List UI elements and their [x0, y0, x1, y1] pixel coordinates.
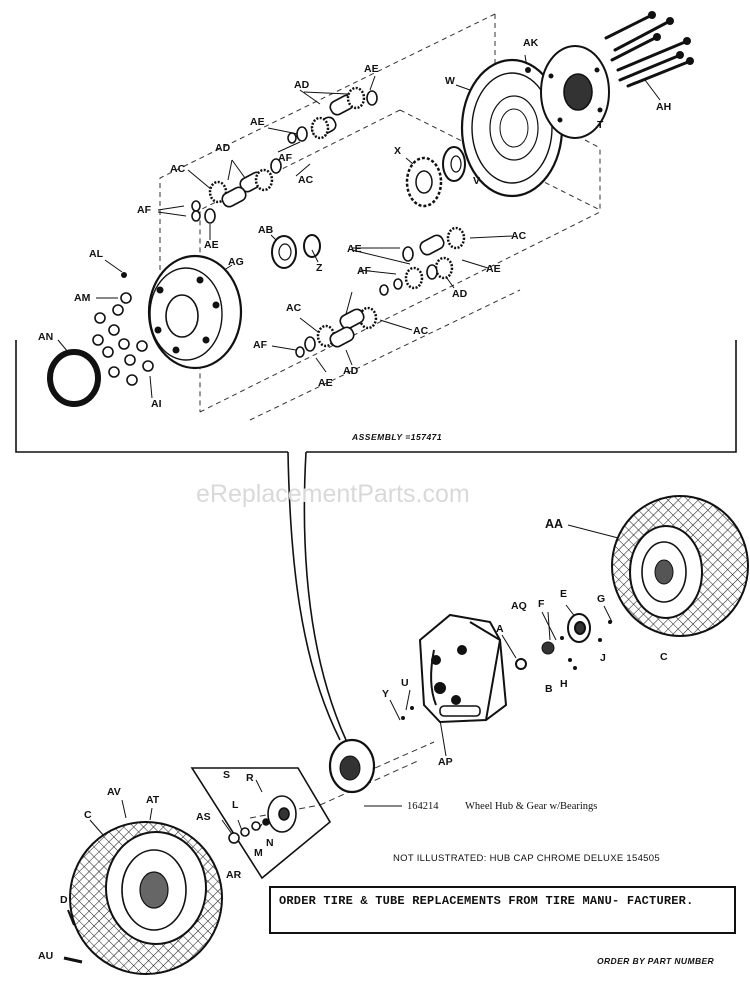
- label-ak: AK: [523, 37, 539, 49]
- small-parts-fgjbh: [401, 620, 612, 720]
- label-f: F: [538, 598, 545, 610]
- label-u: U: [401, 677, 409, 689]
- label-t: T: [597, 119, 604, 131]
- gear-cluster-lower: [295, 226, 466, 358]
- flange-plate-t: [540, 45, 610, 139]
- label-b: B: [545, 683, 553, 695]
- gear-x: [405, 156, 443, 208]
- label-z: Z: [316, 262, 323, 274]
- label-c-right: C: [660, 651, 668, 663]
- leader-lines: [57, 54, 661, 837]
- label-j: J: [600, 652, 606, 664]
- assembly-bracket: [15, 340, 737, 741]
- hub-cap-e: [567, 613, 591, 643]
- label-am: AM: [74, 292, 91, 304]
- order-by-part-number: ORDER BY PART NUMBER: [597, 956, 715, 966]
- not-illustrated-note: NOT ILLUSTRATED: HUB CAP CHROME DELUXE 1…: [393, 853, 660, 864]
- label-ah: AH: [656, 101, 672, 113]
- callout-description: Wheel Hub & Gear w/Bearings: [465, 801, 598, 812]
- label-aa: AA: [545, 517, 564, 531]
- bearing-kit-box: [190, 767, 332, 880]
- label-m: M: [254, 847, 263, 859]
- label-x: X: [394, 145, 402, 157]
- wheel-hub-164214: [328, 738, 376, 794]
- label-ae-5: AE: [486, 263, 501, 275]
- label-ad-4: AD: [343, 365, 359, 377]
- label-y: Y: [382, 688, 390, 700]
- label-af-4: AF: [253, 339, 267, 351]
- callout-part-number: 164214: [407, 801, 439, 812]
- watermark: eReplacementParts.com: [196, 480, 470, 508]
- label-ar: AR: [226, 869, 242, 881]
- bolts-ah: [604, 14, 690, 88]
- valve-d: [67, 909, 75, 926]
- label-ab: AB: [258, 224, 274, 236]
- label-ac-5: AC: [286, 302, 302, 314]
- valve-au: [63, 956, 83, 964]
- left-wheel: [69, 821, 223, 975]
- label-af-1: AF: [137, 204, 151, 216]
- label-g: G: [597, 593, 606, 605]
- washer-v: [442, 146, 466, 182]
- label-s: S: [223, 769, 231, 781]
- assembly-label: ASSEMBLY =157471: [352, 432, 443, 442]
- washer-ab: [271, 235, 297, 269]
- label-ac-1: AC: [170, 163, 186, 175]
- label-ac-3: AC: [511, 230, 527, 242]
- nuts-ai: [92, 292, 154, 386]
- label-a: A: [496, 623, 504, 635]
- label-af-3: AF: [357, 265, 371, 277]
- hub-ag: [147, 254, 243, 370]
- label-e: E: [560, 588, 568, 600]
- label-an: AN: [38, 331, 54, 343]
- label-n: N: [266, 837, 274, 849]
- label-r: R: [246, 772, 254, 784]
- label-l: L: [232, 799, 239, 811]
- label-ad-top: AD: [294, 79, 310, 91]
- label-ap: AP: [438, 756, 453, 768]
- right-wheel-aa: [611, 495, 749, 637]
- label-ae-3: AE: [204, 239, 219, 251]
- label-at: AT: [146, 794, 160, 806]
- label-av: AV: [107, 786, 121, 798]
- bearing-aq: [541, 641, 555, 655]
- label-ad-2: AD: [215, 142, 231, 154]
- label-ae-4: AE: [347, 243, 362, 255]
- label-ae-top: AE: [364, 63, 379, 75]
- label-d: D: [60, 894, 68, 906]
- label-h: H: [560, 678, 568, 690]
- pin-ak: [525, 67, 531, 73]
- label-ae-6: AE: [318, 377, 333, 389]
- label-w: W: [445, 75, 455, 87]
- order-tire-box: [269, 886, 736, 934]
- label-as: AS: [196, 811, 211, 823]
- label-v: V: [473, 175, 481, 187]
- seal-an: [47, 349, 101, 407]
- gear-cluster-upper: [191, 86, 378, 224]
- nut-al: [121, 272, 127, 278]
- label-au: AU: [38, 950, 54, 962]
- label-ac-4: AC: [413, 325, 429, 337]
- transmission-housing-ap: [418, 613, 508, 724]
- order-tire-text: ORDER TIRE & TUBE REPLACEMENTS FROM TIRE…: [279, 894, 694, 908]
- label-ad-3: AD: [452, 288, 468, 300]
- ring-z: [303, 234, 321, 258]
- label-aq: AQ: [511, 600, 527, 612]
- label-ag: AG: [228, 256, 244, 268]
- label-ai: AI: [151, 398, 162, 410]
- bolt-heads-ah: [648, 11, 694, 65]
- label-al: AL: [89, 248, 103, 260]
- label-c-left: C: [84, 809, 92, 821]
- label-ae-2: AE: [250, 116, 265, 128]
- washer-a: [515, 658, 527, 670]
- label-ac-2: AC: [298, 174, 314, 186]
- label-af-2: AF: [278, 152, 292, 164]
